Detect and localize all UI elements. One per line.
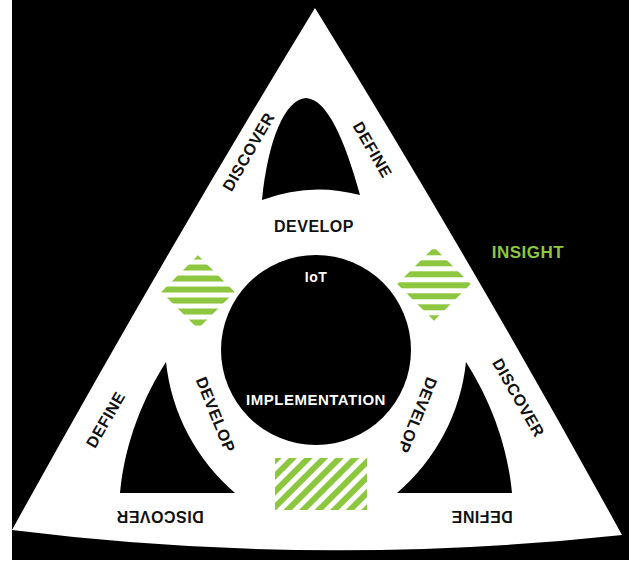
ring-label: DEVELOP: [193, 375, 238, 455]
phase-label: DEFINE: [350, 119, 395, 180]
center-node: IoT IMPLEMENTATION: [221, 255, 411, 445]
text-slot: DEFINE: [83, 389, 129, 451]
phase-label: DEFINE: [451, 508, 513, 524]
text-slot: INSIGHT: [492, 244, 564, 262]
ring-label: DEVELOP: [274, 219, 354, 235]
ring-label: DEVELOP: [395, 375, 440, 455]
center-circle: [221, 255, 411, 445]
text-slot: DISCOVER: [219, 110, 278, 195]
phase-label: DISCOVER: [489, 356, 547, 440]
black-ground: [12, 0, 629, 560]
text-slot: DEVELOP: [192, 375, 239, 456]
striped-diamond: [397, 247, 471, 321]
insight-label: INSIGHT: [492, 244, 564, 261]
text-slot: IoT: [305, 268, 328, 286]
text-slot: DEVELOP: [394, 375, 441, 456]
center-label: IMPLEMENTATION: [246, 392, 386, 407]
text-slot: DEFINE: [349, 119, 395, 181]
text-slot: DEVELOP: [274, 218, 354, 236]
text-slot: DISCOVER: [488, 356, 547, 441]
text-slot: IMPLEMENTATION: [246, 391, 386, 409]
text-slot: DISCOVER: [116, 507, 204, 525]
triquetra-shape: [12, 8, 622, 550]
text-group: IoT IMPLEMENTATION: [221, 255, 411, 445]
phase-label: DISCOVER: [220, 110, 278, 194]
striped-diamond: [161, 255, 235, 329]
phase-label: DISCOVER: [116, 508, 204, 524]
center-label: IoT: [305, 270, 328, 284]
striped-block: [275, 458, 367, 510]
text-slot: DEFINE: [451, 507, 513, 525]
phase-label: DEFINE: [84, 389, 129, 450]
